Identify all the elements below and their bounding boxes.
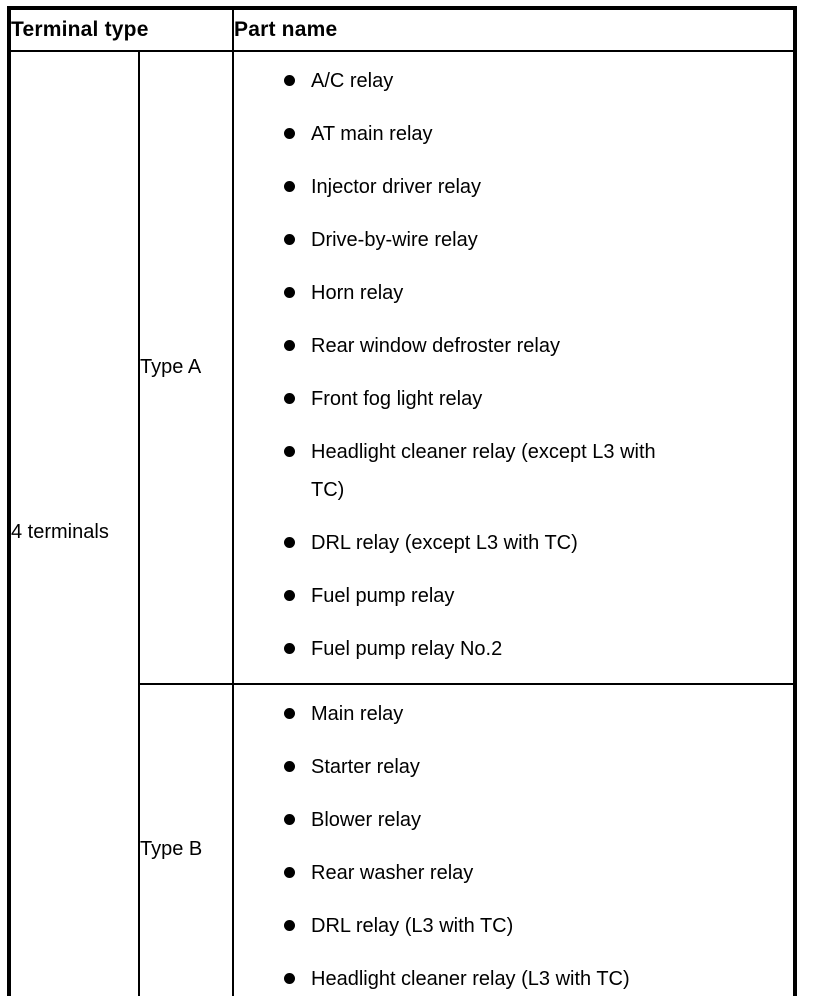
part-name-label: Rear window defroster relay <box>311 335 560 357</box>
list-item: DRL relay (L3 with TC) <box>284 907 787 945</box>
bullet-icon <box>284 814 295 825</box>
bullet-icon <box>284 75 295 86</box>
cell-type-a-label: Type A <box>138 50 234 685</box>
part-name-label: Main relay <box>311 703 404 725</box>
terminal-type-table: Terminal type Part name 4 terminals Type… <box>7 6 797 996</box>
cell-type-a-parts: A/C relay AT main relay Injector driver … <box>232 50 796 685</box>
list-item: Front fog light relay <box>284 380 787 418</box>
type-b-part-list: Main relay Starter relay Blower relay Re… <box>234 685 793 996</box>
list-item: A/C relay <box>284 62 787 100</box>
part-name-label: Rear washer relay <box>311 862 474 884</box>
bullet-icon <box>284 181 295 192</box>
column-header-part-name: Part name <box>232 7 796 52</box>
bullet-icon <box>284 446 295 457</box>
column-header-terminal-type: Terminal type <box>8 7 234 52</box>
list-item: Rear window defroster relay <box>284 327 787 365</box>
bullet-icon <box>284 287 295 298</box>
part-name-label: Drive-by-wire relay <box>311 229 478 251</box>
bullet-icon <box>284 708 295 719</box>
list-item: Injector driver relay <box>284 168 787 206</box>
cell-type-b-parts: Main relay Starter relay Blower relay Re… <box>232 683 796 996</box>
list-item: Fuel pump relay No.2 <box>284 630 787 668</box>
list-item: Rear washer relay <box>284 854 787 892</box>
part-name-label: Headlight cleaner relay (except L3 with … <box>311 441 656 501</box>
table-header-row: Terminal type Part name <box>8 7 796 52</box>
part-name-label: Fuel pump relay No.2 <box>311 638 503 660</box>
list-item: AT main relay <box>284 115 787 153</box>
bullet-icon <box>284 537 295 548</box>
cell-type-b-label: Type B <box>138 683 234 996</box>
part-name-label: DRL relay (except L3 with TC) <box>311 532 578 554</box>
part-name-label: DRL relay (L3 with TC) <box>311 915 514 937</box>
bullet-icon <box>284 234 295 245</box>
type-a-part-list: A/C relay AT main relay Injector driver … <box>234 52 793 668</box>
bullet-icon <box>284 643 295 654</box>
list-item: Main relay <box>284 695 787 733</box>
part-name-label: Headlight cleaner relay (L3 with TC) <box>311 968 630 990</box>
list-item: Horn relay <box>284 274 787 312</box>
list-item: Headlight cleaner relay (L3 with TC) <box>284 960 787 996</box>
part-name-label: Injector driver relay <box>311 176 482 198</box>
part-name-label: A/C relay <box>311 70 394 92</box>
part-name-label: Fuel pump relay <box>311 585 455 607</box>
part-name-label: Blower relay <box>311 809 422 831</box>
bullet-icon <box>284 590 295 601</box>
part-name-label: AT main relay <box>311 123 433 145</box>
list-item: DRL relay (except L3 with TC) <box>284 524 787 562</box>
bullet-icon <box>284 128 295 139</box>
bullet-icon <box>284 973 295 984</box>
part-name-label: Horn relay <box>311 282 404 304</box>
table-row-type-a: 4 terminals Type A A/C relay AT main rel… <box>8 50 796 996</box>
list-item: Headlight cleaner relay (except L3 with … <box>284 433 787 509</box>
bullet-icon <box>284 393 295 404</box>
part-name-label: Front fog light relay <box>311 388 483 410</box>
table-row-type-b: Type B Main relay Starter relay Blower r… <box>9 683 796 996</box>
bullet-icon <box>284 340 295 351</box>
cell-terminal-count: 4 terminals <box>8 50 140 996</box>
list-item: Blower relay <box>284 801 787 839</box>
bullet-icon <box>284 761 295 772</box>
list-item: Fuel pump relay <box>284 577 787 615</box>
bullet-icon <box>284 920 295 931</box>
bullet-icon <box>284 867 295 878</box>
list-item: Starter relay <box>284 748 787 786</box>
part-name-label: Starter relay <box>311 756 420 778</box>
list-item: Drive-by-wire relay <box>284 221 787 259</box>
